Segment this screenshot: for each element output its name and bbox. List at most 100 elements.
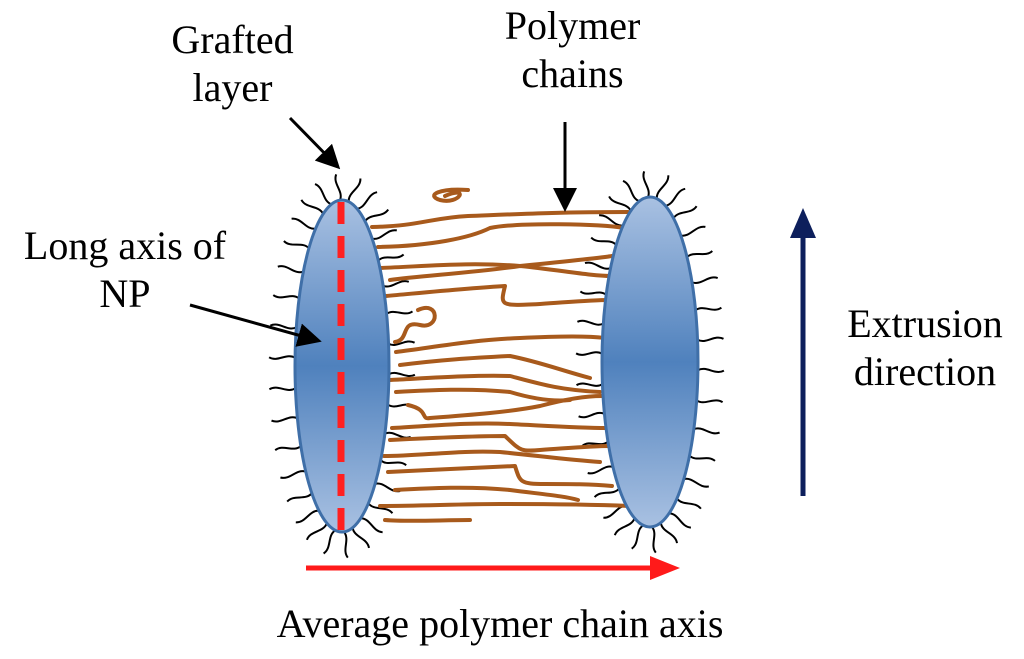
polymer-chain xyxy=(432,187,470,203)
grafted-chain xyxy=(300,199,325,215)
polymer-chains xyxy=(370,187,632,523)
polymer-chain xyxy=(393,306,437,344)
grafted-chain xyxy=(669,512,692,529)
average-axis-label: Average polymer chain axis xyxy=(276,601,724,646)
long-axis-line1: Long axis of xyxy=(23,223,227,268)
grafted-chain xyxy=(578,411,605,419)
grafted-chain xyxy=(576,319,604,326)
grafted-chain xyxy=(691,276,719,284)
grafted-chain xyxy=(360,517,383,534)
left-nanoparticle xyxy=(293,198,391,534)
grafted-chain xyxy=(291,217,316,230)
grafted-chain xyxy=(347,178,362,202)
grafted-chain xyxy=(672,205,698,219)
polymer-chain xyxy=(376,222,627,249)
grafted-chain xyxy=(693,427,720,435)
grafted-chain xyxy=(590,236,617,246)
grafted-chain xyxy=(268,355,296,360)
polymer-chain xyxy=(390,421,608,430)
grafted-chain xyxy=(655,175,670,199)
grafted-chain xyxy=(268,386,296,391)
grafted-chain xyxy=(269,323,297,330)
polymer-chain xyxy=(394,387,572,403)
grafted-chain xyxy=(280,470,306,479)
grafted-chain xyxy=(584,261,611,270)
grafted-chain xyxy=(382,280,410,288)
grafted-chain xyxy=(271,416,298,423)
grafted-chain xyxy=(356,191,378,210)
grafted-chain xyxy=(695,306,722,312)
grafted-chain xyxy=(386,310,414,315)
grafted-layer-label: Grafted layer xyxy=(150,16,315,112)
grafted-chain xyxy=(305,522,328,541)
grafted-chain xyxy=(676,497,702,510)
grafted-chain xyxy=(581,440,609,447)
grafted-chain xyxy=(697,367,725,373)
grafted-chain xyxy=(377,253,405,262)
grafted-chain xyxy=(659,522,678,544)
polymer-chain xyxy=(386,464,614,488)
grafted-chain xyxy=(593,487,620,498)
polymer-chain xyxy=(394,334,607,354)
grafted-chain xyxy=(680,225,706,237)
grafted-chain xyxy=(696,399,724,404)
grafted-chain xyxy=(283,240,310,249)
polymer-chain xyxy=(378,254,614,270)
extrusion-line1: Extrusion xyxy=(847,301,1003,346)
grafted-chain xyxy=(608,195,632,212)
average-axis-arrow xyxy=(306,556,680,580)
grafted-chain xyxy=(277,265,304,274)
polymer-chain xyxy=(406,394,604,421)
grafted-chain xyxy=(286,492,313,503)
grafted-chain xyxy=(642,171,650,198)
grafted-chain xyxy=(343,531,349,559)
extrusion-direction-label: Extrusion direction xyxy=(830,300,1020,396)
polymer-chain xyxy=(388,373,602,394)
grafted-chain xyxy=(665,187,686,207)
long-axis-label: Long axis of NP xyxy=(0,222,250,318)
grafted-chain xyxy=(575,382,603,387)
long-axis-pointer xyxy=(189,303,322,347)
polymer-chain xyxy=(388,264,614,282)
grafted-chain xyxy=(587,465,614,475)
polymer-chain xyxy=(384,284,612,307)
grafted-chain xyxy=(613,517,636,536)
grafted-chain xyxy=(384,431,412,439)
grafted-chain xyxy=(380,459,407,467)
right-nanoparticle xyxy=(600,195,700,529)
grafted-chain xyxy=(631,524,644,550)
grafted-chain xyxy=(274,445,302,452)
grafted-chains xyxy=(268,171,725,559)
grafted-chain xyxy=(322,529,336,555)
grafted-layer-line1: Grafted xyxy=(171,17,294,62)
grafted-chain xyxy=(579,290,607,296)
grafted-chain xyxy=(351,527,370,549)
extrusion-arrow xyxy=(790,208,816,496)
grafted-chain xyxy=(295,509,320,524)
grafted-chain xyxy=(697,336,724,342)
grafted-chain xyxy=(367,502,394,515)
grafted-chain xyxy=(371,229,397,240)
grafted-chain xyxy=(683,477,710,488)
grafted-chain xyxy=(334,174,342,201)
grafted-layer-pointer xyxy=(288,116,341,170)
grafted-layer-line2: layer xyxy=(192,65,273,110)
polymer-chains-label: Polymer chains xyxy=(480,2,665,98)
polymer-chain xyxy=(382,449,602,464)
polymer-chain xyxy=(383,518,472,523)
grafted-chain xyxy=(388,340,416,346)
polymer-chain xyxy=(388,434,612,453)
grafted-chain xyxy=(314,183,332,206)
grafted-chain xyxy=(575,351,603,356)
polymer-chain xyxy=(378,502,632,508)
grafted-chain xyxy=(272,294,300,300)
long-axis-line2: NP xyxy=(99,271,151,316)
grafted-chain xyxy=(364,208,390,222)
grafted-chain xyxy=(622,179,640,203)
polymer-chains-line2: chains xyxy=(521,51,624,96)
polymer-chain xyxy=(370,210,630,229)
grafted-chain xyxy=(688,454,716,462)
polymer-chain xyxy=(393,485,580,502)
